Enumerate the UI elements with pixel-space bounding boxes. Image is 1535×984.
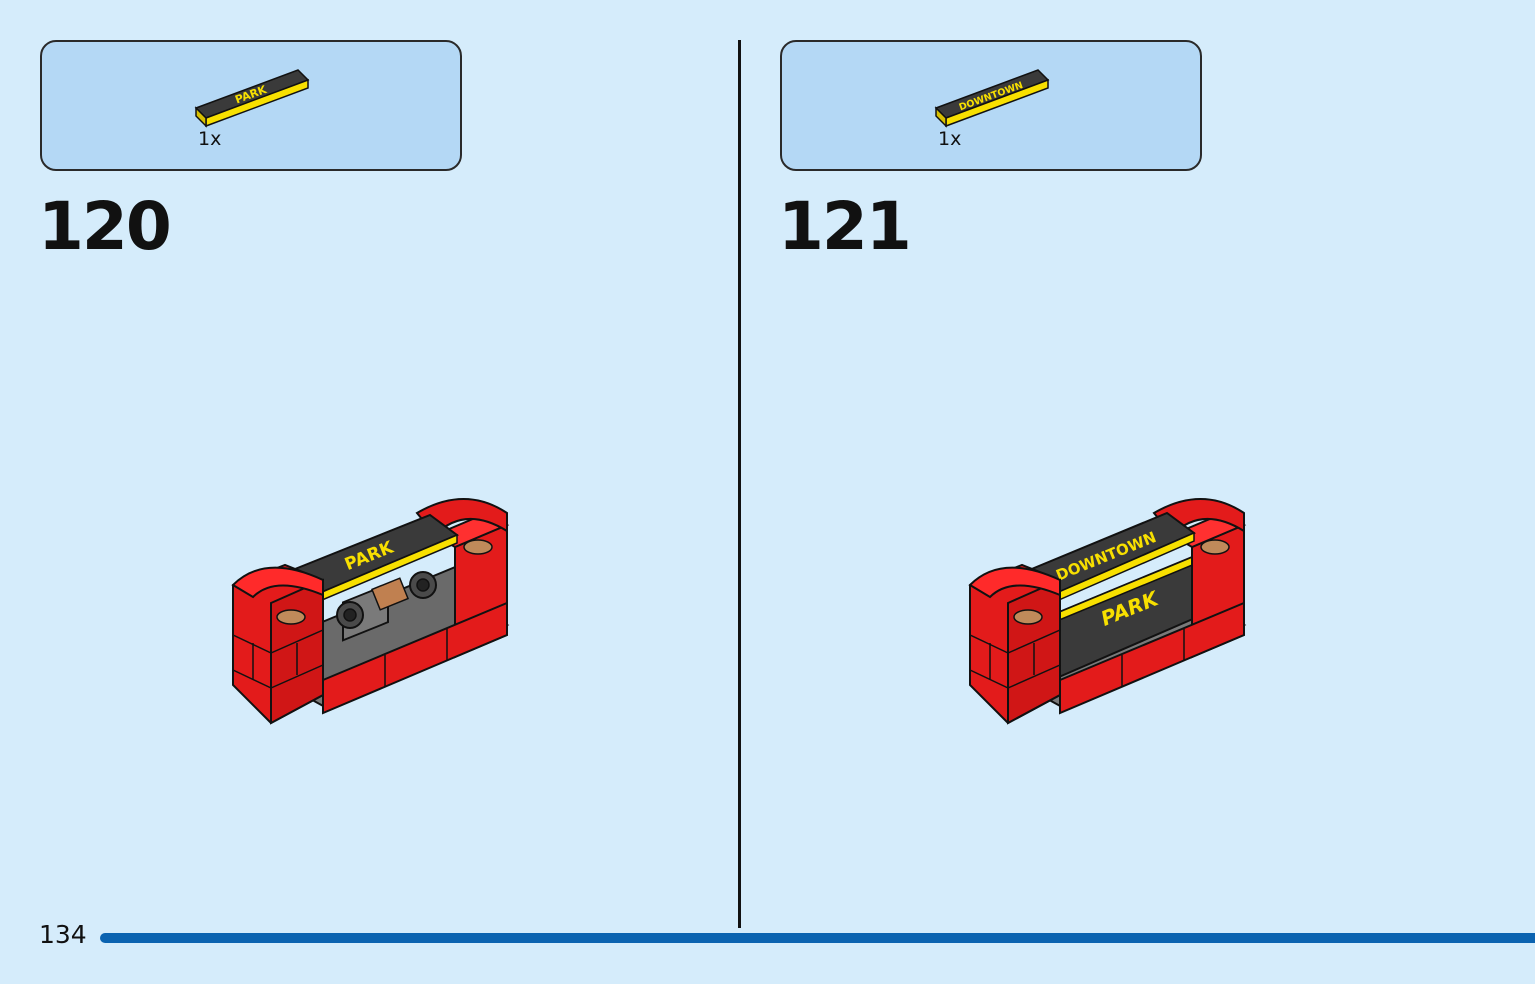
parts-callout-step-121: DOWNTOWN 1x <box>780 40 1202 171</box>
page-number: 134 <box>39 920 87 949</box>
bus-stop-model-step-120: PARK <box>231 498 510 725</box>
bus-stop-model-step-121: PARK DOWNTOWN <box>968 498 1247 725</box>
part-quantity: 1x <box>938 128 962 150</box>
page-divider <box>738 40 741 928</box>
downtown-tile-part-icon: DOWNTOWN <box>934 69 1050 128</box>
step-number: 120 <box>38 188 172 265</box>
part-quantity: 1x <box>198 128 222 150</box>
step-number: 121 <box>778 188 912 265</box>
park-tile-part-icon: PARK <box>194 69 310 128</box>
parts-callout-step-120: PARK 1x <box>40 40 462 171</box>
progress-bar <box>100 933 1535 943</box>
